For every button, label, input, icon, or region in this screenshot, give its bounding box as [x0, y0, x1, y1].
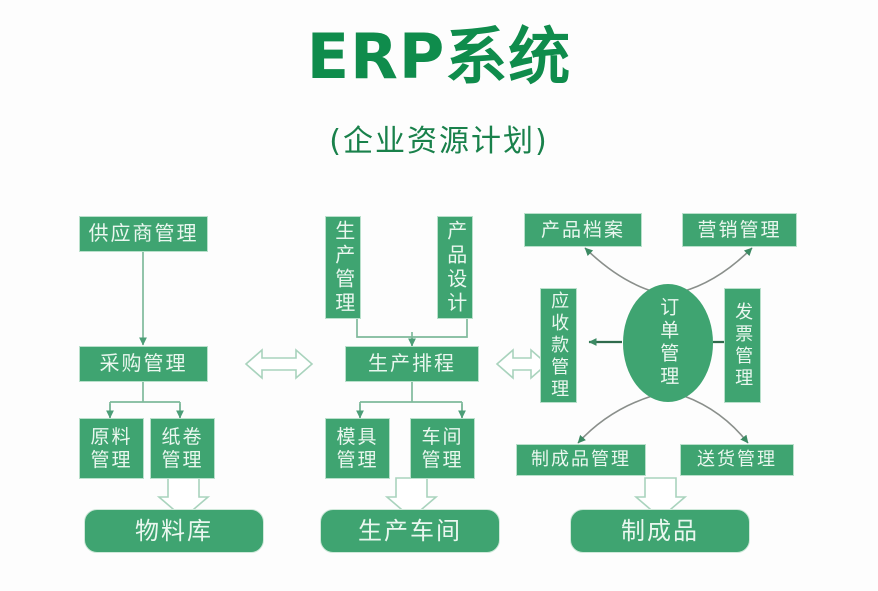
node-receivables-management[interactable]: 应收款管理 [540, 288, 577, 403]
link-scheduling-bus [359, 381, 463, 418]
node-finished-goods[interactable]: 制成品 [570, 509, 750, 553]
node-product-design[interactable]: 产品设计 [437, 216, 473, 319]
node-mold-management[interactable]: 模具管理 [325, 418, 390, 479]
node-paper-roll-management[interactable]: 纸卷管理 [150, 418, 215, 479]
page-title: ERP系统 [306, 20, 572, 93]
node-invoice-management[interactable]: 发票管理 [724, 288, 761, 403]
node-raw-material-management[interactable]: 原料管理 [79, 418, 144, 479]
link-order-to-delivery [683, 395, 749, 444]
link-order-to-product-archive [584, 247, 656, 293]
link-production-bus [356, 318, 468, 346]
node-order-management[interactable]: 订单管理 [623, 284, 713, 402]
node-material-warehouse[interactable]: 物料库 [84, 509, 264, 553]
node-finished-goods-management[interactable]: 制成品管理 [516, 444, 646, 476]
link-order-to-marketing [680, 247, 753, 293]
node-production-workshop[interactable]: 生产车间 [320, 509, 500, 553]
hollow-darrow-purchase-scheduling [244, 348, 314, 380]
node-supplier-management[interactable]: 供应商管理 [79, 216, 208, 252]
node-product-archive[interactable]: 产品档案 [524, 213, 642, 247]
link-purchase-bus [109, 381, 181, 418]
node-production-management[interactable]: 生产管理 [325, 216, 361, 319]
node-workshop-management[interactable]: 车间管理 [410, 418, 475, 479]
node-delivery-management[interactable]: 送货管理 [680, 444, 794, 476]
node-production-scheduling[interactable]: 生产排程 [345, 346, 479, 382]
page-subtitle: (企业资源计划) [329, 124, 549, 159]
link-order-to-finished-goods-mgmt [577, 395, 653, 444]
node-purchase-management[interactable]: 采购管理 [79, 346, 208, 382]
node-marketing-management[interactable]: 营销管理 [682, 213, 797, 247]
